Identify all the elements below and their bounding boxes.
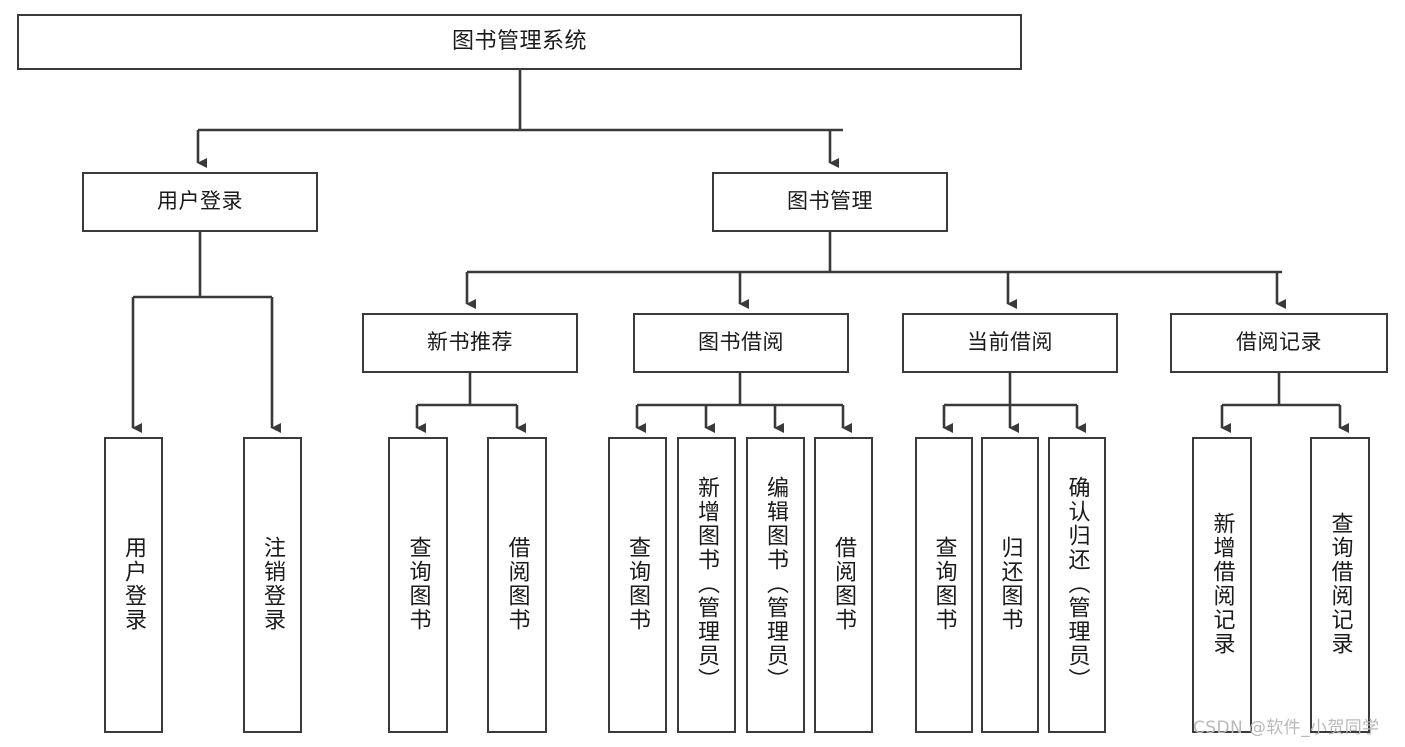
- leaf-records-add-record[interactable]: 新增借阅记录: [1192, 437, 1252, 733]
- node-label: 新增图书（管理员）: [694, 476, 720, 692]
- leaf-borrow-borrow-book[interactable]: 借阅图书: [814, 437, 873, 733]
- watermark-text: CSDN @软件_小贺同学: [1193, 718, 1380, 738]
- leaf-recommend-query-book[interactable]: 查询图书: [388, 437, 448, 733]
- leaf-borrow-edit-book-admin[interactable]: 编辑图书（管理员）: [746, 437, 805, 733]
- node-label: 注销登录: [260, 536, 286, 632]
- node-label: 编辑图书（管理员）: [763, 476, 789, 692]
- node-label: 新书推荐: [427, 330, 513, 355]
- node-label: 用户登录: [157, 189, 243, 214]
- node-label: 新增借阅记录: [1209, 512, 1235, 656]
- leaf-user-login-logout[interactable]: 注销登录: [243, 437, 302, 733]
- node-root-book-management-system[interactable]: 图书管理系统: [17, 14, 1022, 70]
- node-label: 查询借阅记录: [1327, 512, 1353, 656]
- leaf-current-query-book[interactable]: 查询图书: [915, 437, 973, 733]
- node-label: 借阅记录: [1236, 330, 1322, 355]
- node-book-borrow[interactable]: 图书借阅: [633, 313, 849, 373]
- node-current-borrow[interactable]: 当前借阅: [902, 313, 1118, 373]
- leaf-recommend-borrow-book[interactable]: 借阅图书: [487, 437, 547, 733]
- node-new-book-recommend[interactable]: 新书推荐: [362, 313, 578, 373]
- node-label: 确认归还（管理员）: [1064, 476, 1090, 692]
- node-user-login[interactable]: 用户登录: [82, 172, 318, 232]
- node-label: 借阅图书: [504, 536, 530, 632]
- leaf-user-login-login[interactable]: 用户登录: [104, 437, 163, 733]
- node-label: 当前借阅: [967, 330, 1053, 355]
- leaf-current-confirm-return-admin[interactable]: 确认归还（管理员）: [1048, 437, 1106, 733]
- node-label: 查询图书: [931, 536, 957, 632]
- node-label: 借阅图书: [831, 536, 857, 632]
- node-book-management[interactable]: 图书管理: [712, 172, 948, 232]
- leaf-borrow-add-book-admin[interactable]: 新增图书（管理员）: [677, 437, 736, 733]
- leaf-records-query-record[interactable]: 查询借阅记录: [1310, 437, 1370, 733]
- node-label: 查询图书: [405, 536, 431, 632]
- node-label: 图书借阅: [698, 330, 784, 355]
- node-label: 图书管理: [787, 189, 873, 214]
- node-label: 用户登录: [121, 536, 147, 632]
- node-borrow-records[interactable]: 借阅记录: [1170, 313, 1388, 373]
- leaf-current-return-book[interactable]: 归还图书: [981, 437, 1039, 733]
- node-label: 图书管理系统: [451, 28, 587, 54]
- node-label: 归还图书: [997, 536, 1023, 632]
- leaf-borrow-query-book[interactable]: 查询图书: [608, 437, 667, 733]
- node-label: 查询图书: [625, 536, 651, 632]
